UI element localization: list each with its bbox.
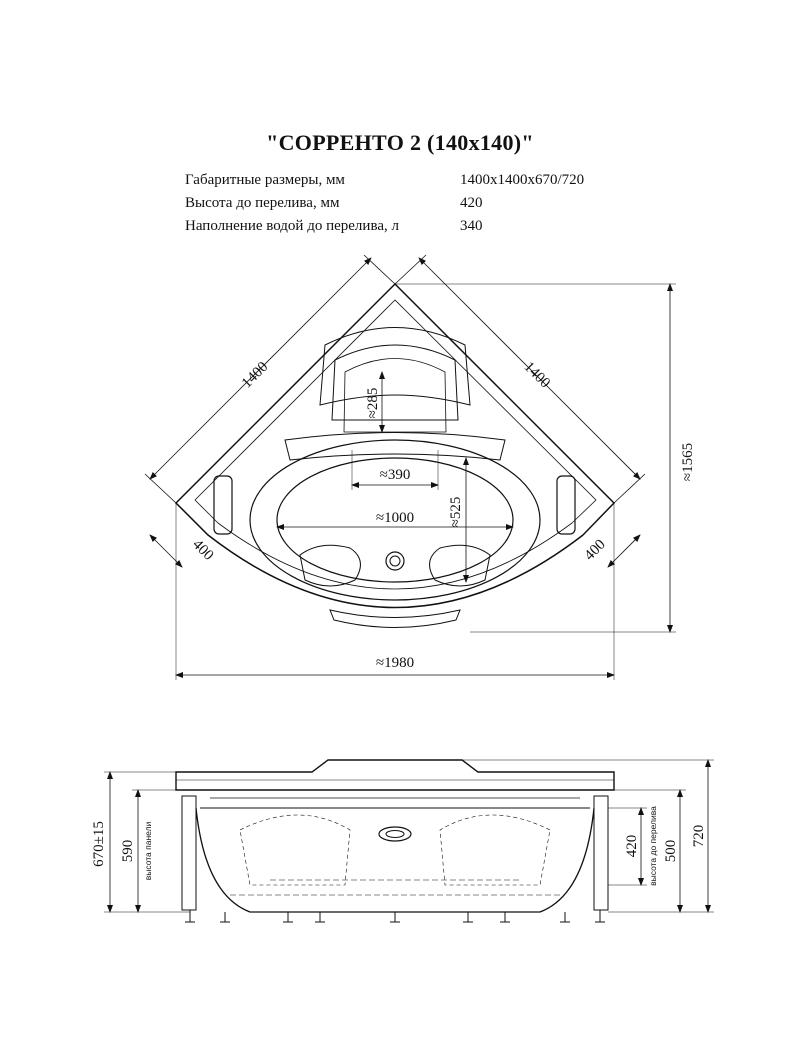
bowl-inner	[276, 457, 514, 583]
spec-value-water-volume: 340	[460, 218, 483, 234]
seat-left	[299, 544, 361, 587]
dim-panel-height: 590	[120, 840, 136, 863]
dim-inner-length: ≈1000	[376, 510, 414, 526]
elevation-view	[175, 759, 615, 923]
pillow-left	[213, 475, 233, 535]
label-panel-height: высота панели	[143, 821, 153, 880]
dim-width: ≈1980	[376, 655, 414, 671]
dim-side-left: 1400	[239, 359, 272, 392]
dim-720: 720	[691, 825, 707, 848]
rim	[175, 759, 615, 791]
pillow-right	[556, 475, 576, 535]
backrest	[319, 327, 471, 406]
tub-outline	[174, 282, 616, 609]
dim-front-right: 400	[582, 537, 609, 564]
dim-front-left: 400	[189, 537, 216, 564]
dim-500: 500	[663, 840, 679, 863]
dim-inner-width: ≈525	[448, 497, 464, 528]
panel-left	[181, 795, 197, 911]
dim-seat-depth: ≈285	[365, 388, 381, 419]
body-shell	[195, 807, 595, 913]
drain	[385, 551, 405, 571]
overflow-fitting	[378, 826, 412, 842]
dim-total-height: 670±15	[91, 821, 107, 867]
drawing-title: "СОРРЕНТО 2 (140х140)"	[266, 130, 534, 155]
spec-value-dimensions: 1400x1400x670/720	[460, 172, 585, 188]
dim-diagonal: ≈1565	[680, 443, 696, 481]
dim-seat-width: ≈390	[380, 467, 411, 483]
legs	[185, 910, 605, 923]
label-overflow-height: высота до перелива	[648, 806, 658, 886]
dim-side-right: 1400	[521, 359, 554, 392]
spec-label-water-volume: Наполнение водой до перелива, л	[185, 218, 399, 234]
spec-label-dimensions: Габаритные размеры, мм	[185, 172, 345, 188]
plan-dimension-lines	[144, 254, 676, 680]
spec-value-overflow-height: 420	[460, 195, 483, 211]
panel-right	[593, 795, 609, 911]
elevation-dimension-lines	[104, 759, 714, 913]
bowl-outer	[249, 439, 541, 601]
plan-view	[174, 282, 616, 628]
dim-overflow-height: 420	[624, 835, 640, 858]
spec-label-overflow-height: Высота до перелива, мм	[185, 195, 340, 211]
